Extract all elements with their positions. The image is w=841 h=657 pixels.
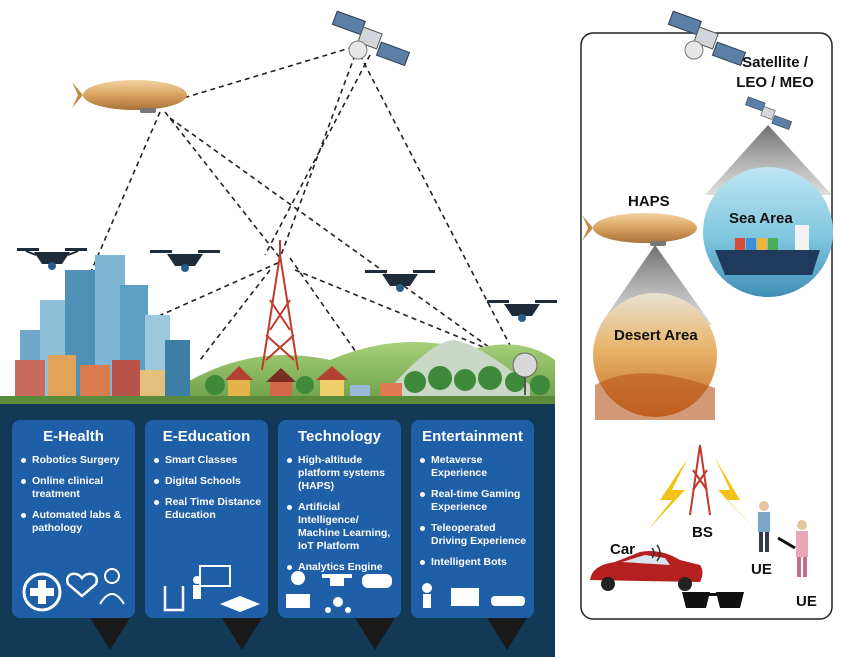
teacher-icon [193, 565, 231, 599]
doctor-icon [99, 568, 125, 605]
drone-icon [487, 300, 557, 322]
satellite-icon [331, 10, 411, 67]
eeducation-icons [163, 565, 260, 612]
ue-label-1: UE [751, 561, 772, 578]
airship-icon [582, 213, 697, 246]
list-item: Real Time Distance Education [154, 496, 262, 521]
drone-icon [150, 250, 220, 272]
satellite-icon [745, 96, 793, 130]
card-entertainment: Entertainment Metaverse Experience Real-… [411, 420, 534, 618]
card-list: Smart Classes Digital Schools Real Time … [145, 454, 268, 530]
desert-area [593, 293, 717, 420]
card-list: Robotics Surgery Online clinical treatme… [12, 454, 135, 543]
car-icon [491, 596, 525, 606]
haps-label: HAPS [628, 193, 670, 210]
card-title: Technology [297, 428, 382, 445]
graduation-cap-icon [220, 596, 260, 612]
vr-headset-icon [362, 574, 392, 588]
network-icon [325, 597, 351, 613]
card-title: Entertainment [422, 428, 523, 445]
dish-icon [512, 352, 538, 395]
card-ehealth: E-Health Robotics Surgery Online clinica… [12, 420, 135, 618]
card-title: E-Health [43, 428, 104, 445]
person-laptop-icon [286, 571, 310, 608]
bot-icon [422, 583, 432, 608]
list-item: Analytics Engine [287, 561, 395, 574]
lab-beaker-icon [163, 586, 185, 612]
city-skyline [15, 255, 190, 400]
lightning-icon [648, 458, 755, 530]
trees [205, 366, 550, 395]
list-item: Digital Schools [154, 475, 262, 488]
card-title: E-Education [162, 428, 251, 445]
card-eeducation: E-Education Smart Classes Digital School… [145, 420, 268, 618]
list-item: Robotics Surgery [21, 454, 129, 467]
wifi-icon [651, 544, 661, 562]
drone-icon [17, 248, 87, 270]
car-label: Car [610, 541, 636, 558]
person-icon [796, 520, 808, 577]
satellite-label: Satellite / LEO / MEO [736, 54, 814, 91]
card-list: High-altitude platform systems (HAPS) Ar… [278, 454, 401, 582]
heart-icon [65, 572, 99, 598]
tower-icon [261, 240, 299, 371]
drone-icon [322, 574, 352, 586]
tower-icon [689, 444, 711, 516]
car-icon [590, 551, 703, 591]
list-item: Metaverse Experience [420, 454, 528, 480]
airship-icon [72, 80, 187, 113]
card-technology: Technology High-altitude platform system… [278, 420, 401, 618]
satellite-icon [667, 10, 747, 67]
sea-area [703, 167, 833, 297]
medical-cross-icon [22, 572, 62, 612]
card-pointers [90, 618, 527, 650]
list-item: Artificial Intelligence/ Machine Learnin… [287, 501, 395, 553]
drone-icon [365, 270, 435, 292]
technology-icons [286, 571, 392, 613]
person-icon [758, 501, 770, 552]
screen-icon [451, 588, 479, 606]
list-item: High-altitude platform systems (HAPS) [287, 454, 395, 493]
list-item: Real-time Gaming Experience [420, 488, 528, 514]
list-item: Online clinical treatment [21, 475, 129, 501]
list-item: Teleoperated Driving Experience [420, 522, 527, 547]
card-list: Metaverse Experience Real-time Gaming Ex… [411, 454, 534, 577]
list-item: Smart Classes [154, 454, 262, 467]
sunglasses-icon [682, 592, 744, 608]
list-item: Automated labs & pathology [21, 509, 129, 535]
desert-area-label: Desert Area [614, 327, 698, 344]
sea-area-label: Sea Area [729, 210, 793, 227]
ehealth-icons [22, 568, 125, 612]
entertainment-icons [422, 583, 525, 608]
list-item: Intelligent Bots [420, 556, 528, 569]
bs-label: BS [692, 524, 713, 541]
ue-label-2: UE [796, 593, 817, 610]
